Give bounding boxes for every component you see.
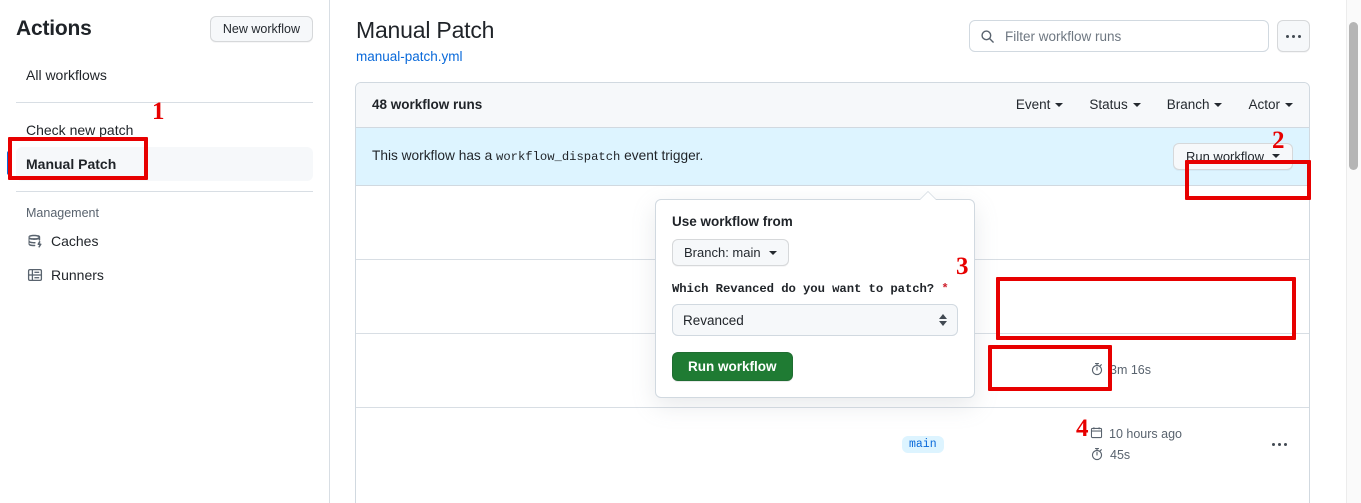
use-workflow-from-label: Use workflow from bbox=[672, 214, 793, 229]
sidebar-divider-1 bbox=[16, 102, 313, 103]
page-title: Actions bbox=[16, 17, 92, 40]
sidebar-item-label: Caches bbox=[51, 233, 99, 249]
revanced-select[interactable]: Revanced bbox=[672, 304, 958, 336]
filter-label: Event bbox=[1015, 97, 1051, 113]
sidebar-header: Actions New workflow bbox=[16, 0, 313, 52]
input-field-label-text: Which Revanced do you want to patch? bbox=[672, 282, 935, 296]
run-meta-cell: 10 hours ago 45s bbox=[1090, 426, 1265, 464]
filter-event[interactable]: Event bbox=[1016, 97, 1064, 112]
sidebar-item-check-new-patch[interactable]: Check new patch bbox=[16, 113, 313, 147]
sidebar-item-label: Check new patch bbox=[26, 122, 134, 138]
run-duration: 3m 16s bbox=[1090, 362, 1265, 379]
workflow-dispatch-banner: This workflow has a workflow_dispatch ev… bbox=[356, 127, 1309, 186]
filter-label: Actor bbox=[1248, 97, 1280, 113]
run-duration-value: 45s bbox=[1110, 448, 1131, 463]
sidebar-item-all-workflows[interactable]: All workflows bbox=[16, 58, 313, 92]
dispatch-text-before: This workflow has a bbox=[372, 148, 493, 164]
dispatch-text-after: event trigger. bbox=[624, 148, 704, 164]
branch-badge[interactable]: main bbox=[902, 436, 944, 454]
filter-branch[interactable]: Branch bbox=[1167, 97, 1223, 112]
dispatch-event-code: workflow_dispatch bbox=[496, 150, 621, 165]
database-cache-icon bbox=[26, 233, 43, 250]
chevron-down-icon bbox=[1214, 102, 1223, 107]
branch-select-label: Branch: main bbox=[684, 245, 761, 260]
runs-panel-header: 48 workflow runs Event Status Branch bbox=[356, 82, 1309, 128]
filter-actor[interactable]: Actor bbox=[1248, 97, 1293, 112]
branch-select-button[interactable]: Branch: main bbox=[672, 239, 789, 266]
workflow-more-options-button[interactable] bbox=[1277, 20, 1310, 52]
run-workflow-button-label: Run workflow bbox=[1185, 148, 1264, 164]
chevron-down-icon bbox=[768, 250, 777, 255]
search-input[interactable] bbox=[1003, 27, 1258, 45]
filter-label: Status bbox=[1089, 97, 1128, 113]
run-workflow-submit-button[interactable]: Run workflow bbox=[672, 352, 793, 381]
workflow-name: Manual Patch bbox=[356, 17, 495, 43]
run-workflow-dropdown-button[interactable]: Run workflow bbox=[1172, 142, 1293, 170]
run-timestamp: 10 hours ago bbox=[1090, 426, 1265, 442]
filter-status[interactable]: Status bbox=[1089, 97, 1141, 113]
calendar-icon bbox=[1090, 426, 1103, 442]
sidebar-section-management: Management bbox=[26, 206, 99, 220]
sidebar-item-manual-patch[interactable]: Manual Patch bbox=[7, 147, 313, 181]
kebab-horizontal-icon bbox=[1286, 34, 1301, 38]
sidebar-item-label: All workflows bbox=[26, 67, 107, 83]
revanced-select-value: Revanced bbox=[683, 312, 744, 328]
run-meta-cell: 3m 16s bbox=[1090, 362, 1265, 379]
sidebar-item-caches[interactable]: Caches bbox=[16, 224, 313, 258]
vertical-scrollbar-thumb[interactable] bbox=[1349, 22, 1358, 170]
chevron-down-icon bbox=[1285, 102, 1293, 107]
header-actions bbox=[969, 20, 1310, 52]
stopwatch-icon bbox=[1090, 447, 1104, 464]
sidebar-item-label: Manual Patch bbox=[26, 156, 117, 172]
workflow-nav-list: All workflows Check new patch Manual Pat… bbox=[7, 58, 313, 292]
chevron-down-icon bbox=[1272, 154, 1280, 159]
runs-filters: Event Status Branch Actor bbox=[1016, 97, 1293, 112]
row-more-options-button[interactable] bbox=[1265, 443, 1293, 447]
search-box[interactable] bbox=[969, 20, 1269, 52]
search-icon bbox=[980, 29, 995, 44]
sidebar-item-runners[interactable]: Runners bbox=[16, 258, 313, 292]
table-row[interactable]: main 10 hours ago bbox=[356, 408, 1309, 482]
kebab-horizontal-icon bbox=[1271, 443, 1287, 447]
input-field-label: Which Revanced do you want to patch? * bbox=[672, 282, 958, 296]
stopwatch-icon bbox=[1090, 362, 1104, 379]
run-branch-cell: main bbox=[860, 436, 1090, 454]
workflow-header: Manual Patch manual-patch.yml bbox=[355, 0, 1310, 64]
chevron-down-icon bbox=[1132, 102, 1141, 107]
server-rack-icon bbox=[26, 267, 43, 284]
actions-sidebar: Actions New workflow All workflows Check… bbox=[0, 0, 330, 503]
vertical-scrollbar-track[interactable] bbox=[1346, 0, 1361, 503]
new-workflow-button[interactable]: New workflow bbox=[209, 16, 313, 42]
stepper-icon bbox=[939, 314, 947, 326]
filter-label: Branch bbox=[1166, 97, 1210, 113]
workflow-runs-count: 48 workflow runs bbox=[372, 97, 483, 113]
run-workflow-popover: Use workflow from Branch: main Which Rev… bbox=[655, 191, 975, 398]
workflow-title-block: Manual Patch manual-patch.yml bbox=[355, 16, 494, 64]
sidebar-item-label: Runners bbox=[51, 267, 104, 283]
workflow-file-link[interactable]: manual-patch.yml bbox=[356, 48, 463, 64]
chevron-down-icon bbox=[1055, 102, 1064, 107]
run-duration: 45s bbox=[1090, 447, 1265, 464]
run-timestamp-value: 10 hours ago bbox=[1109, 426, 1182, 441]
sidebar-divider-2 bbox=[16, 191, 313, 192]
dispatch-banner-text: This workflow has a workflow_dispatch ev… bbox=[372, 148, 703, 164]
run-duration-value: 3m 16s bbox=[1110, 363, 1151, 378]
required-marker: * bbox=[941, 282, 949, 296]
